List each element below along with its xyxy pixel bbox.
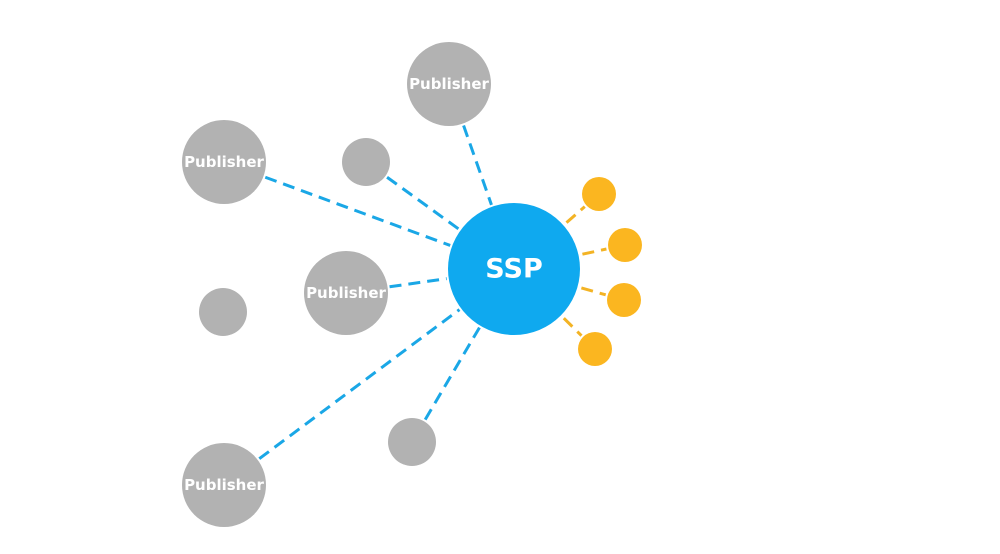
edge-pub-top-to-ssp bbox=[462, 125, 493, 206]
publisher-node-pub-bottom: Publisher bbox=[182, 443, 266, 527]
edge-ssp-to-buyer-3 bbox=[580, 286, 607, 297]
edge-small-upper-to-ssp bbox=[386, 176, 460, 231]
buyer-circle bbox=[607, 283, 641, 317]
edge-pub-left-upper-to-ssp bbox=[264, 175, 451, 247]
publisher-node-small-left bbox=[199, 288, 247, 336]
publisher-circle bbox=[342, 138, 390, 186]
publisher-circle bbox=[199, 288, 247, 336]
publisher-node-small-bottom bbox=[388, 418, 436, 466]
buyer-circle bbox=[578, 332, 612, 366]
publisher-label: Publisher bbox=[184, 476, 264, 494]
publisher-circle bbox=[304, 251, 388, 335]
publisher-label: Publisher bbox=[184, 153, 264, 171]
buyer-node-buyer-2 bbox=[608, 228, 642, 262]
publisher-node-pub-top: Publisher bbox=[407, 42, 491, 126]
publisher-label: Publisher bbox=[409, 75, 489, 93]
publisher-node-small-upper bbox=[342, 138, 390, 186]
publisher-node-pub-left-upper: Publisher bbox=[182, 120, 266, 204]
edge-pub-bottom-to-ssp bbox=[258, 308, 461, 460]
ssp-hub-circle bbox=[448, 203, 580, 335]
publisher-circle bbox=[407, 42, 491, 126]
edges-layer bbox=[258, 125, 607, 460]
publisher-circle bbox=[182, 443, 266, 527]
ssp-hub-label: SSP bbox=[485, 254, 542, 285]
edge-pub-middle-to-ssp bbox=[389, 277, 447, 289]
buyer-circle bbox=[582, 177, 616, 211]
edge-ssp-to-buyer-2 bbox=[582, 247, 607, 256]
publisher-circle bbox=[182, 120, 266, 204]
buyer-node-buyer-3 bbox=[607, 283, 641, 317]
publisher-circle bbox=[388, 418, 436, 466]
buyer-node-buyer-4 bbox=[578, 332, 612, 366]
edge-small-bottom-to-ssp bbox=[423, 326, 481, 421]
edge-ssp-to-buyer-1 bbox=[565, 205, 586, 224]
buyer-node-buyer-1 bbox=[582, 177, 616, 211]
publisher-node-pub-middle: Publisher bbox=[304, 251, 388, 335]
buyer-circle bbox=[608, 228, 642, 262]
publisher-label: Publisher bbox=[306, 284, 386, 302]
ssp-hub-node: SSP bbox=[448, 203, 580, 335]
edge-ssp-to-buyer-4 bbox=[562, 317, 583, 337]
